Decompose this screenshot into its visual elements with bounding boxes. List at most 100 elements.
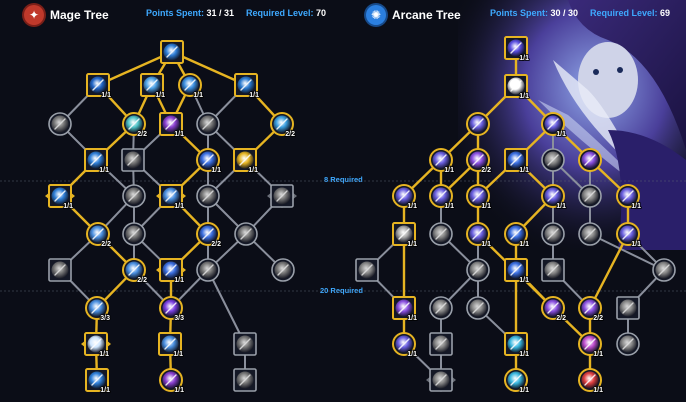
talent-node-rune-circle-icon[interactable]: 1/1: [504, 368, 530, 395]
icon-highlight: [127, 154, 139, 166]
talent-node-ghost-icon[interactable]: [429, 332, 453, 356]
talent-node-vortex-icon[interactable]: [429, 296, 453, 320]
talent-node-arcane-tornado-icon[interactable]: 1/1: [541, 184, 567, 211]
talent-node-arcane-orb-icon[interactable]: 1/1: [392, 332, 418, 359]
icon-highlight: [584, 190, 596, 202]
talent-node-dragon-icon[interactable]: [233, 332, 257, 356]
talent-node-ghost-icon[interactable]: [578, 222, 602, 246]
icon-highlight: [276, 190, 288, 202]
talent-node-fire-spiral-icon[interactable]: 1/1: [578, 368, 604, 395]
talent-node-frost-bolt-icon[interactable]: [160, 40, 184, 64]
talent-node-ice-shard-icon[interactable]: 1/1: [86, 73, 112, 100]
talent-node-arcane-bolt-icon[interactable]: 1/1: [616, 222, 642, 249]
talent-node-arcane-bolt-icon[interactable]: 1/1: [159, 368, 185, 395]
talent-node-sparkle-icon[interactable]: [541, 258, 565, 282]
talent-node-arcane-needle-icon[interactable]: 2/2: [578, 296, 604, 323]
talent-node-ice-lance-icon[interactable]: 1/1: [234, 73, 260, 100]
talent-node-vortex-icon[interactable]: [196, 112, 220, 136]
talent-node-arcane-blade-icon[interactable]: 1/1: [504, 36, 530, 63]
talent-node-arcane-spark-icon[interactable]: 2/2: [466, 148, 492, 175]
talent-node-mana-shield-icon[interactable]: 1/1: [84, 148, 110, 175]
talent-rank: 2/2: [285, 131, 295, 138]
talent-node-claw-icon[interactable]: [48, 112, 72, 136]
icon-highlight: [165, 302, 177, 314]
talent-node-gear-icon[interactable]: [541, 148, 565, 172]
talent-node-tornado-icon[interactable]: [541, 222, 565, 246]
talent-node-arcane-flash-icon[interactable]: 1/1: [504, 74, 530, 101]
talent-node-slash-icon[interactable]: [122, 184, 146, 208]
icon-highlight: [547, 118, 559, 130]
talent-node-arcane-wind-icon[interactable]: 1/1: [466, 184, 492, 211]
icon-highlight: [202, 264, 214, 276]
talent-node-arcane-claw-icon[interactable]: 1/1: [392, 184, 418, 211]
talent-node-arcane-burst-icon[interactable]: 2/2: [196, 222, 222, 249]
talent-node-arcane-ring-icon[interactable]: 2/2: [541, 296, 567, 323]
talent-node-orb-icon[interactable]: [196, 184, 220, 208]
talent-node-snowflake-icon[interactable]: 1/1: [81, 332, 111, 359]
talent-node-frost-armor-icon[interactable]: 1/1: [140, 73, 166, 100]
talent-node-lightning-icon[interactable]: 3/3: [159, 296, 185, 323]
talent-node-star-burst-icon[interactable]: [652, 258, 676, 282]
talent-node-frost-orb-icon[interactable]: 3/3: [85, 296, 111, 323]
icon-highlight: [472, 154, 484, 166]
talent-node-arcane-slash-icon[interactable]: 1/1: [504, 258, 530, 285]
icon-highlight: [472, 264, 484, 276]
talent-node-hammer-icon[interactable]: 1/1: [233, 148, 259, 175]
talent-node-lightning-shield-icon[interactable]: 1/1: [156, 258, 186, 285]
talent-node-claw-icon[interactable]: [48, 258, 72, 282]
talent-node-arcane-dragon-icon[interactable]: 1/1: [466, 222, 492, 249]
talent-node-wind-icon[interactable]: 2/2: [122, 112, 148, 139]
talent-node-arcane-power-icon[interactable]: [578, 148, 602, 172]
talent-node-vortex-icon[interactable]: [466, 296, 490, 320]
talent-node-ghost-icon[interactable]: [616, 332, 640, 356]
talent-node-rune-icon[interactable]: 1/1: [504, 332, 530, 359]
talent-node-ice-block-icon[interactable]: 1/1: [156, 184, 186, 211]
talent-node-gear-icon[interactable]: [271, 258, 295, 282]
talent-node-arcane-missile-icon[interactable]: [466, 112, 490, 136]
talent-rank: 1/1: [211, 167, 221, 174]
icon-highlight: [622, 190, 634, 202]
talent-node-blizzard-icon[interactable]: 2/2: [270, 112, 296, 139]
talent-node-cross-icon[interactable]: [234, 222, 258, 246]
talent-node-arcane-blink-icon[interactable]: 1/1: [504, 148, 530, 175]
talent-node-statue-icon[interactable]: 1/1: [392, 222, 418, 249]
talent-node-gem-icon[interactable]: [426, 368, 456, 392]
icon-highlight: [658, 264, 670, 276]
talent-node-arcane-strike-icon[interactable]: 1/1: [541, 112, 567, 139]
talent-node-lightning-icon[interactable]: 1/1: [196, 148, 222, 175]
talent-node-comet-icon[interactable]: [233, 368, 257, 392]
talent-rank: 1/1: [249, 92, 259, 99]
talent-node-gust-icon[interactable]: [121, 148, 145, 172]
talent-node-cross-icon[interactable]: 2/2: [86, 222, 112, 249]
talent-node-ice-barrier-icon[interactable]: 1/1: [85, 368, 111, 395]
talent-node-arcane-orb-icon[interactable]: 1/1: [616, 184, 642, 211]
talent-node-arcane-missile-icon[interactable]: 1/1: [159, 112, 185, 139]
talent-node-vortex-icon[interactable]: [466, 258, 490, 282]
icon-highlight: [398, 190, 410, 202]
icon-highlight: [92, 228, 104, 240]
talent-node-arcane-orb-icon[interactable]: 1/1: [429, 148, 455, 175]
icon-highlight: [547, 190, 559, 202]
talent-rank: 3/3: [174, 315, 184, 322]
talent-node-mage-figure-icon[interactable]: 1/1: [158, 332, 184, 359]
talent-node-arcane-wave-icon[interactable]: 1/1: [504, 222, 530, 249]
talent-node-arcane-beam-icon[interactable]: 1/1: [429, 184, 455, 211]
talent-node-gear-icon[interactable]: [578, 184, 602, 208]
talent-node-burst-icon[interactable]: [355, 258, 379, 282]
talent-node-slash-icon[interactable]: [196, 258, 220, 282]
talent-node-frost-ward-icon[interactable]: 1/1: [45, 184, 75, 211]
talent-node-sphere-icon[interactable]: 2/2: [122, 258, 148, 285]
talent-node-arcane-blade-icon[interactable]: 1/1: [392, 296, 418, 323]
talent-node-lantern-icon[interactable]: [616, 296, 640, 320]
talent-node-frost-nova-icon[interactable]: 1/1: [178, 73, 204, 100]
talent-node-star-icon[interactable]: [267, 184, 297, 208]
talent-node-sphere-icon[interactable]: [429, 222, 453, 246]
talent-rank: 2/2: [137, 131, 147, 138]
icon-highlight: [472, 190, 484, 202]
talent-node-slash-icon[interactable]: [122, 222, 146, 246]
talent-node-arcane-crown-icon[interactable]: 1/1: [578, 332, 604, 359]
icon-highlight: [398, 302, 410, 314]
icon-highlight: [584, 302, 596, 314]
active-talent-link: [97, 50, 173, 87]
